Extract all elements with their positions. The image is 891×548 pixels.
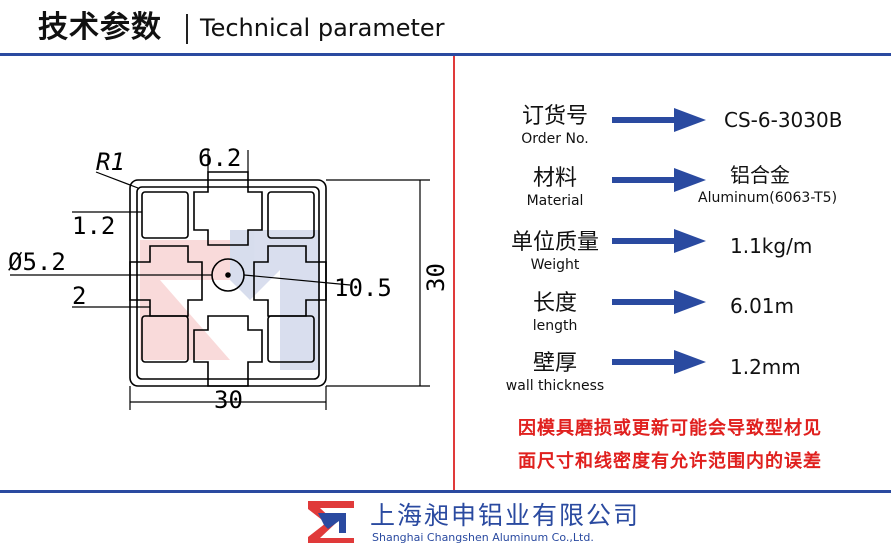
slot-label: 10.5 [334,274,392,302]
spec-label-en: Order No. [521,131,589,147]
arrow-right-icon [612,290,706,314]
spec-label-zh: 壁厚 [532,351,577,376]
notice-line-2: 面尺寸和线密度有允许范围内的误差 [518,451,822,472]
hole-label: Ø5.2 [8,248,66,276]
arrow-right-icon [612,108,706,132]
watermark-logo [140,230,320,370]
spec-label-zh: 订货号 [521,104,588,129]
spec-value: 铝合金 [730,163,790,187]
spec-label-en: Material [526,193,584,209]
web-label: 2 [72,282,86,310]
spec-value: CS-6-3030B [724,108,843,132]
spec-value: 1.1kg/m [730,234,813,258]
title-separator [186,14,188,44]
spec-label-en: Weight [530,257,580,273]
company-logo-icon [306,499,356,545]
spec-label-en: wall thickness [505,378,605,394]
wall-label: 1.2 [72,212,115,240]
title-zh: 技术参数 [38,10,162,45]
height-label: 30 [422,263,450,292]
spec-value-sub: Aluminum(6063-T5) [698,190,838,206]
spec-value: 1.2mm [730,355,801,379]
width-label: 30 [214,386,243,414]
arrow-right-icon [612,229,706,253]
spec-label-zh: 材料 [532,166,577,191]
spec-label-zh: 单位质量 [510,230,599,255]
top-width-label: 6.2 [198,144,241,172]
company-name-zh: 上海昶申铝业有限公司 [370,501,641,530]
profile-drawing: R1 6.2 1.2 Ø5.2 2 10.5 30 30 [8,144,450,414]
spec-label-en: length [532,318,578,334]
arrow-right-icon [612,168,706,192]
dimension-lines [10,150,430,410]
spec-value: 6.01m [730,294,795,318]
company-name-en: Shanghai Changshen Aluminum Co.,Ltd. [372,531,594,544]
notice-line-1: 因模具磨损或更新可能会导致型材见 [518,418,822,439]
radius-label: R1 [96,148,125,176]
spec-label-zh: 长度 [532,291,577,316]
bottom-rule [0,490,891,493]
top-rule [0,53,891,56]
arrow-right-icon [612,350,706,374]
column-divider [453,56,455,490]
title-en: Technical parameter [200,14,445,42]
